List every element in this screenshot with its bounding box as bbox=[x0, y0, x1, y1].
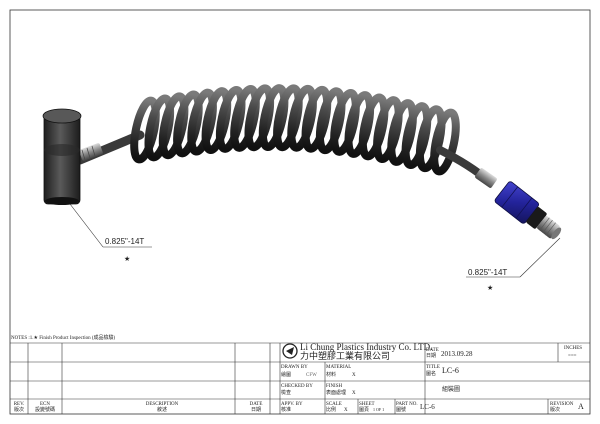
material-label-en: MATERIAL bbox=[326, 365, 352, 370]
part-no-label-zh: 圖號 bbox=[396, 408, 407, 413]
date-value: 2013.09.28 bbox=[441, 350, 473, 358]
units-value: === bbox=[568, 354, 577, 359]
description-label-zh: 敘述 bbox=[156, 408, 168, 413]
coupling-nut bbox=[494, 181, 562, 240]
checked-by-label-zh: 檢查 bbox=[281, 391, 292, 396]
finish-label-zh: 表面處理 bbox=[326, 391, 347, 396]
callout-thread-left: 0.825"-14T bbox=[105, 237, 145, 246]
drawn-by-label-en: DRAWN BY bbox=[281, 365, 308, 370]
title-label-zh: 圖名 bbox=[426, 372, 437, 377]
handle-knob bbox=[42, 108, 82, 205]
drawing-frame bbox=[9, 9, 591, 415]
title-block-grid bbox=[10, 342, 590, 414]
coil-loop bbox=[144, 94, 175, 162]
company-logo bbox=[282, 343, 298, 359]
finish-label-en: FINISH bbox=[326, 384, 343, 389]
ecn-label-zh: 設變號碼 bbox=[34, 408, 56, 413]
date-label-zh: 日期 bbox=[426, 354, 437, 359]
notes-text: NOTES :1.★ Finish Product Inspection (成品… bbox=[11, 336, 116, 341]
rev-label-zh: 版次 bbox=[13, 408, 25, 413]
ecn-label-en: ECN bbox=[40, 402, 50, 407]
drawn-by-label-zh: 繪圖 bbox=[281, 373, 292, 378]
part-no-label-en: PART NO. bbox=[396, 402, 418, 407]
date2-label-zh: 日期 bbox=[250, 408, 262, 413]
scale-label-en: SCALE bbox=[326, 402, 342, 407]
approved-by-label-zh: 核准 bbox=[281, 408, 292, 413]
callout-star-right: ★ bbox=[487, 284, 494, 292]
company-name-zh: 力中塑膠工業有限公司 bbox=[300, 351, 391, 361]
callout-leaders bbox=[69, 203, 561, 278]
part-no-value: LC-6 bbox=[420, 403, 435, 411]
revision-label-zh: 版次 bbox=[550, 408, 561, 413]
description-label-en: DESCRIPTION bbox=[145, 402, 179, 407]
coil-loop bbox=[130, 96, 160, 164]
coil-loop bbox=[187, 88, 217, 156]
sheet-value: 1 OF 1 bbox=[373, 407, 385, 412]
assembly-drawing-label: 組裝圖 bbox=[442, 387, 461, 393]
coil-loop bbox=[430, 108, 460, 176]
callout-thread-right: 0.825"-14T bbox=[468, 268, 508, 277]
units-label: INCHES bbox=[564, 346, 583, 351]
right-ferrule bbox=[475, 168, 497, 188]
date-label-en: DATE bbox=[426, 348, 439, 353]
coil-loop bbox=[215, 85, 246, 153]
material-label-zh: 材料 bbox=[326, 373, 337, 378]
rev-label-en: REV. bbox=[13, 402, 25, 407]
checked-by-label-en: CHECKED BY bbox=[281, 384, 313, 389]
sheet-label-en: SHEET bbox=[359, 402, 375, 407]
company-name-en: Li Chung Plastics Industry Co. LTD. bbox=[300, 342, 433, 352]
revision-value: A bbox=[578, 402, 584, 411]
coiled-hose bbox=[130, 84, 460, 176]
finish-value: X bbox=[352, 391, 356, 396]
coil-loop bbox=[230, 84, 260, 152]
revision-label-en: REVISION bbox=[550, 402, 574, 407]
approved-by-label-en: APPV. BY bbox=[281, 402, 303, 407]
coil-loop bbox=[244, 84, 275, 152]
sheet-label-zh: 圖頁 bbox=[359, 408, 370, 413]
hose-assembly-illustration bbox=[42, 84, 562, 240]
title-value: LC-6 bbox=[442, 366, 459, 375]
coil-loop bbox=[158, 92, 189, 160]
drawn-by-value: CFW bbox=[306, 373, 317, 378]
date2-label-en: DATE bbox=[249, 402, 263, 407]
scale-value: X bbox=[344, 408, 348, 413]
title-label-en: TITLE bbox=[426, 365, 440, 370]
scale-label-zh: 比例 bbox=[326, 408, 337, 413]
callout-star-left: ★ bbox=[124, 255, 131, 263]
material-value: X bbox=[352, 373, 356, 378]
coil-loop bbox=[173, 90, 203, 158]
left-ferrule bbox=[79, 143, 103, 161]
coil-loop bbox=[201, 87, 232, 155]
